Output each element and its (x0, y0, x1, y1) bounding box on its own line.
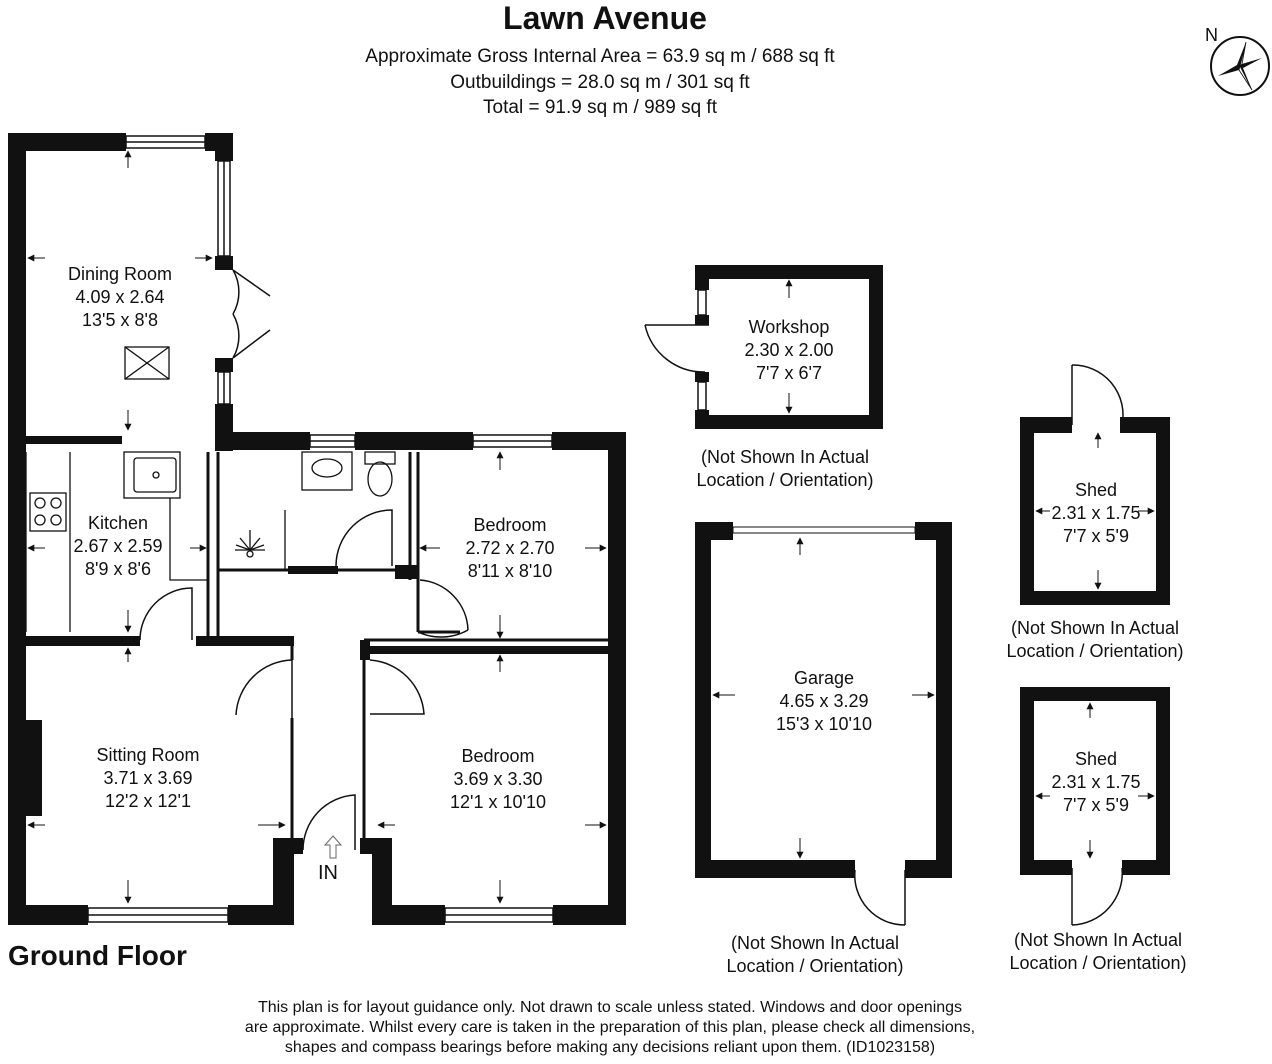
doors (139, 269, 469, 851)
entrance-label: IN (318, 862, 338, 884)
room-size-imperial: 12'1 x 10'10 (450, 792, 546, 812)
room-size-imperial: 7'7 x 6'7 (756, 363, 822, 383)
disclaimer-line: This plan is for layout guidance only. N… (257, 999, 963, 1016)
room-label-dining-room: Dining Room 4.09 x 2.64 13'5 x 8'8 (50, 263, 190, 332)
room-name: Kitchen (87, 513, 149, 533)
compass-north-label: N (1205, 25, 1218, 45)
room-label-shed-2: Shed 2.31 x 1.75 7'7 x 5'9 (1036, 748, 1156, 817)
room-name: Shed (1074, 749, 1118, 769)
floor-label: Ground Floor (8, 940, 187, 971)
room-label-bedroom-2: Bedroom 3.69 x 3.30 12'1 x 10'10 (428, 745, 568, 814)
house-walls (8, 133, 626, 925)
room-name: Bedroom (473, 515, 547, 535)
room-label-workshop: Workshop 2.30 x 2.00 7'7 x 6'7 (719, 316, 859, 385)
gross-area-text: Approximate Gross Internal Area = 63.9 s… (365, 46, 835, 67)
note-workshop: (Not Shown In Actual Location / Orientat… (675, 446, 895, 492)
room-size-metric: 2.31 x 1.75 (1051, 772, 1141, 792)
room-size-imperial: 8'11 x 8'10 (467, 561, 553, 581)
room-size-metric: 3.71 x 3.69 (103, 768, 193, 788)
shed-2-walls (1020, 687, 1170, 875)
shed-1-walls (1020, 417, 1170, 605)
room-size-metric: 4.09 x 2.64 (75, 287, 165, 307)
compass-icon (1210, 36, 1270, 96)
note-line: (Not Shown In Actual (700, 447, 870, 467)
room-size-imperial: 7'7 x 5'9 (1063, 795, 1129, 815)
room-size-imperial: 12'2 x 12'1 (105, 791, 191, 811)
note-line: (Not Shown In Actual (1013, 930, 1183, 950)
fixtures (25, 346, 396, 632)
room-size-imperial: 8'9 x 8'6 (85, 559, 151, 579)
note-line: Location / Orientation) (726, 956, 904, 976)
room-size-metric: 3.69 x 3.30 (453, 769, 543, 789)
room-size-imperial: 15'3 x 10'10 (776, 714, 872, 734)
windows (87, 135, 554, 923)
note-line: Location / Orientation) (696, 470, 874, 490)
garage-walls (695, 522, 952, 878)
room-name: Garage (793, 668, 855, 688)
room-size-imperial: 7'7 x 5'9 (1063, 526, 1129, 546)
room-size-metric: 2.31 x 1.75 (1051, 503, 1141, 523)
room-label-sitting-room: Sitting Room 3.71 x 3.69 12'2 x 12'1 (78, 744, 218, 813)
room-size-metric: 2.72 x 2.70 (465, 538, 555, 558)
disclaimer: This plan is for layout guidance only. N… (150, 998, 1070, 1058)
room-name: Workshop (748, 317, 830, 337)
note-line: Location / Orientation) (1006, 641, 1184, 661)
note-shed-1: (Not Shown In Actual Location / Orientat… (985, 617, 1205, 663)
note-garage: (Not Shown In Actual Location / Orientat… (705, 932, 925, 978)
room-name: Bedroom (461, 746, 535, 766)
room-size-metric: 2.30 x 2.00 (744, 340, 834, 360)
note-shed-2: (Not Shown In Actual Location / Orientat… (988, 929, 1208, 975)
note-line: (Not Shown In Actual (730, 933, 900, 953)
room-label-kitchen: Kitchen 2.67 x 2.59 8'9 x 8'6 (48, 512, 188, 581)
room-name: Dining Room (67, 264, 173, 284)
room-size-imperial: 13'5 x 8'8 (82, 310, 158, 330)
total-area-text: Total = 91.9 sq m / 989 sq ft (483, 97, 717, 118)
dimension-arrows (27, 150, 607, 904)
room-name: Shed (1074, 480, 1118, 500)
room-size-metric: 2.67 x 2.59 (73, 536, 163, 556)
outbuildings-area-text: Outbuildings = 28.0 sq m / 301 sq ft (450, 72, 750, 93)
disclaimer-line: are approximate. Whilst every care is ta… (244, 1019, 976, 1036)
workshop-walls (695, 265, 883, 429)
room-label-garage: Garage 4.65 x 3.29 15'3 x 10'10 (754, 667, 894, 736)
disclaimer-line: shapes and compass bearings before makin… (284, 1039, 936, 1056)
room-label-bedroom-1: Bedroom 2.72 x 2.70 8'11 x 8'10 (440, 514, 580, 583)
plan-title: Lawn Avenue (503, 0, 707, 36)
room-label-shed-1: Shed 2.31 x 1.75 7'7 x 5'9 (1036, 479, 1156, 548)
room-size-metric: 4.65 x 3.29 (779, 691, 869, 711)
note-line: Location / Orientation) (1009, 953, 1187, 973)
note-line: (Not Shown In Actual (1010, 618, 1180, 638)
room-name: Sitting Room (96, 745, 200, 765)
entrance-arrow-icon (323, 835, 343, 859)
